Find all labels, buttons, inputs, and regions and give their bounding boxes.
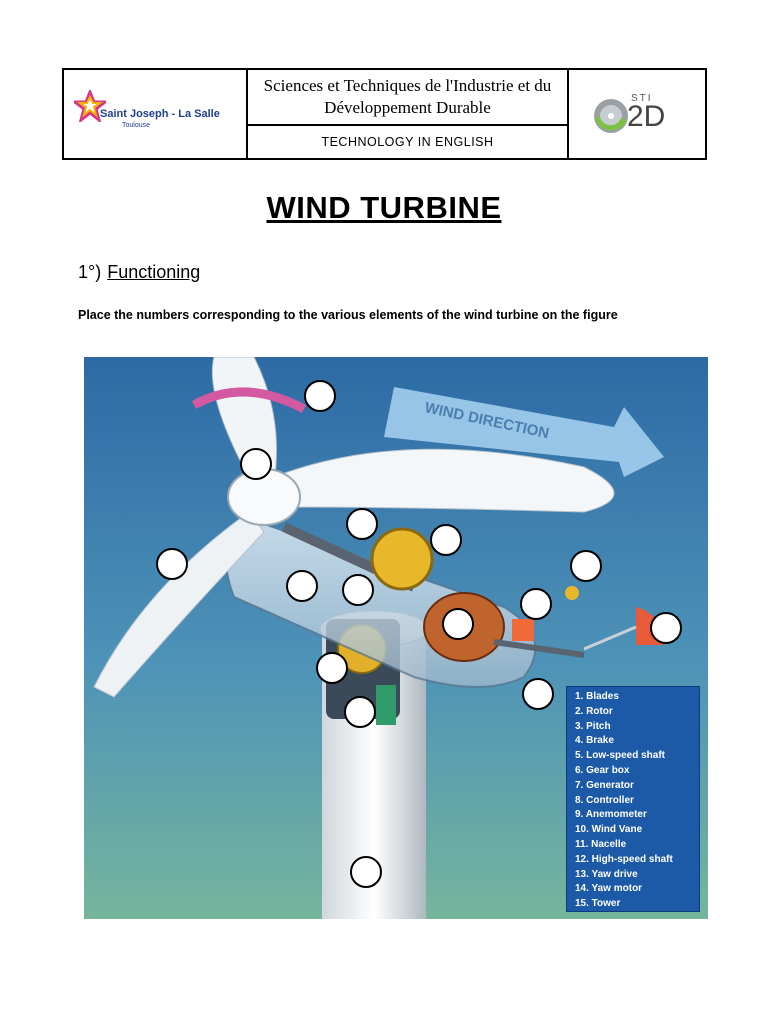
legend-item: 15. Tower	[575, 898, 621, 910]
sti-label: STI	[631, 93, 653, 104]
answer-circle[interactable]	[650, 612, 682, 644]
legend-item: 11. Nacelle	[575, 838, 627, 850]
school-logo-cell: Saint Joseph - La Salle Toulouse	[64, 70, 248, 158]
gearbox-shape	[370, 527, 434, 591]
controller-shape	[512, 619, 534, 641]
legend-item: 6. Gear box	[575, 764, 630, 776]
legend-item: 5. Low-speed shaft	[575, 750, 666, 762]
course-title: Sciences et Techniques de l'Industrie et…	[248, 70, 567, 126]
answer-circle[interactable]	[304, 380, 336, 412]
legend-item: 14. Yaw motor	[575, 883, 643, 895]
document-header: Saint Joseph - La Salle Toulouse Science…	[62, 68, 707, 160]
answer-circle[interactable]	[342, 574, 374, 606]
legend-item: 2. Rotor	[575, 705, 613, 717]
sti-2d-label: 2D	[627, 100, 666, 133]
anemometer-shape	[565, 586, 579, 600]
answer-circle[interactable]	[316, 652, 348, 684]
answer-circle[interactable]	[346, 508, 378, 540]
section-title: Functioning	[107, 262, 201, 282]
pitch-rotation-arrow	[191, 387, 307, 413]
answer-circle[interactable]	[156, 548, 188, 580]
section-heading: 1°)Functioning	[78, 262, 200, 283]
course-title-cell: Sciences et Techniques de l'Industrie et…	[248, 70, 569, 158]
yaw-motor-shape	[376, 685, 396, 725]
answer-circle[interactable]	[286, 570, 318, 602]
answer-circle[interactable]	[350, 856, 382, 888]
legend-item: 9. Anemometer	[575, 809, 647, 821]
legend-item: 7. Generator	[575, 779, 634, 791]
legend-item: 12. High-speed shaft	[575, 853, 673, 865]
answer-circle[interactable]	[520, 588, 552, 620]
page-title: WIND TURBINE	[266, 190, 502, 225]
legend-item: 4. Brake	[575, 735, 614, 747]
school-city: Toulouse	[122, 122, 151, 129]
high-speed-shaft-shape	[493, 639, 585, 658]
sti2d-logo-cell: STI 2D	[569, 70, 705, 158]
school-name: Saint Joseph - La Salle	[100, 108, 220, 120]
answer-circle[interactable]	[240, 448, 272, 480]
legend-item: 13. Yaw drive	[575, 868, 638, 880]
answer-circle[interactable]	[522, 678, 554, 710]
answer-circle[interactable]	[430, 524, 462, 556]
section-number: 1°)	[78, 262, 102, 282]
blade-right	[273, 448, 615, 513]
legend-item: 3. Pitch	[575, 720, 611, 732]
sti2d-disc-logo-icon	[594, 99, 628, 133]
answer-circle[interactable]	[570, 550, 602, 582]
legend-item: 10. Wind Vane	[575, 824, 643, 836]
course-subtitle: TECHNOLOGY IN ENGLISH	[321, 135, 494, 149]
school-star-logo-icon	[74, 90, 106, 122]
instruction-text: Place the numbers corresponding to the v…	[78, 308, 618, 322]
components-legend: 1. Blades 2. Rotor 3. Pitch 4. Brake 5. …	[566, 686, 700, 912]
answer-circle[interactable]	[344, 696, 376, 728]
legend-item: 8. Controller	[575, 794, 634, 806]
wind-turbine-figure: WIND DIRECTION 1. Bla	[84, 357, 708, 919]
answer-circle[interactable]	[442, 608, 474, 640]
legend-item: 1. Blades	[575, 691, 619, 702]
